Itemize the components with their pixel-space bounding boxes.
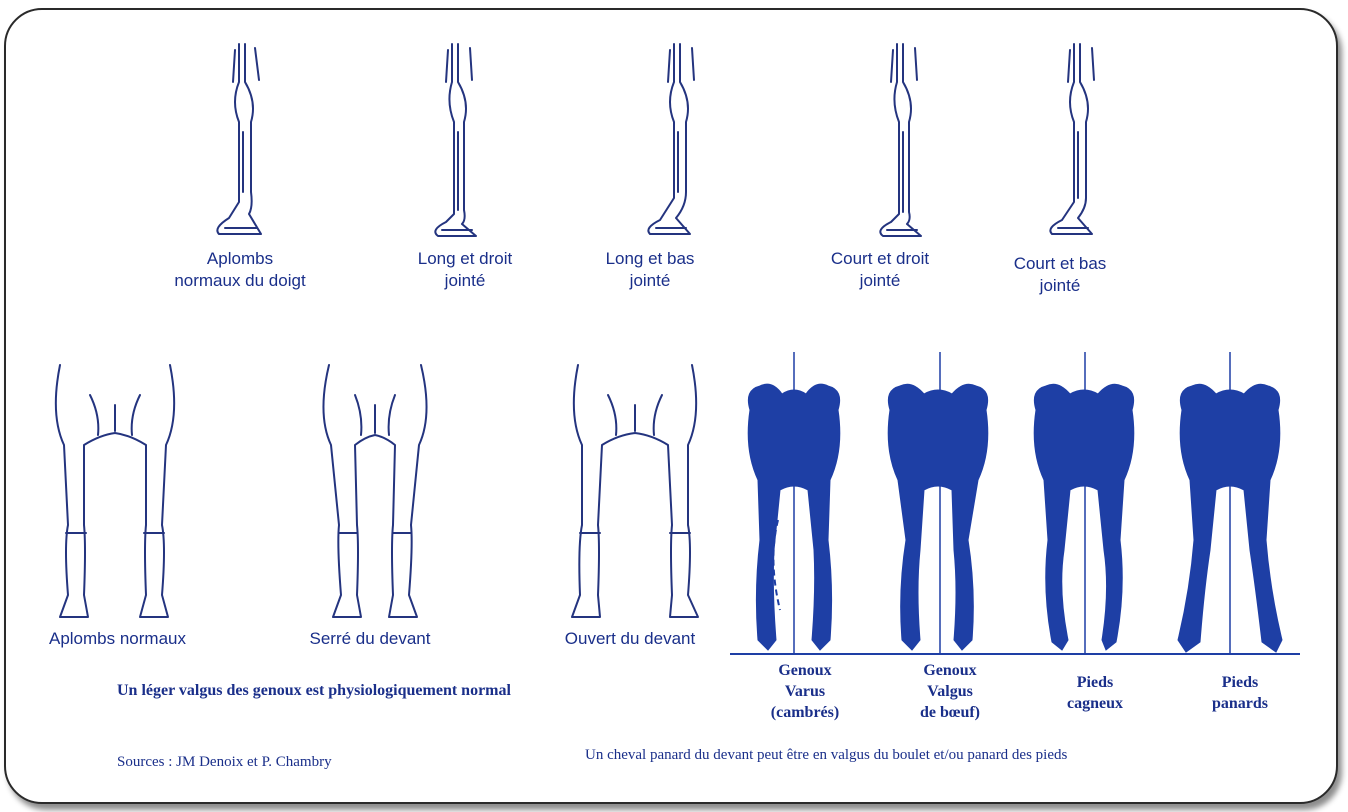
label-line: Long et droit	[380, 248, 550, 270]
label-line: Valgus	[900, 681, 1000, 702]
label-line: Pieds	[1190, 672, 1290, 693]
side-view-leg-2	[420, 42, 490, 242]
side-view-label-3: Long et bas jointé	[565, 248, 735, 292]
valgus-note: Un léger valgus des genoux est physiolog…	[117, 680, 617, 702]
label-line: normaux du doigt	[150, 270, 330, 292]
front-view-label-3: Ouvert du devant	[535, 628, 725, 650]
side-view-leg-1	[205, 42, 275, 242]
label-line: Genoux	[755, 660, 855, 681]
side-view-label-5: Court et bas jointé	[985, 253, 1135, 297]
label-line: Long et bas	[565, 248, 735, 270]
label-line: Aplombs	[150, 248, 330, 270]
silhouette-label-2: Genoux Valgus de bœuf)	[900, 660, 1000, 723]
front-view-label-2: Serré du devant	[280, 628, 460, 650]
panard-note: Un cheval panard du devant peut être en …	[585, 745, 1295, 766]
sources-note: Sources : JM Denoix et P. Chambry	[117, 752, 517, 773]
label-line: Varus	[755, 681, 855, 702]
silhouette-label-3: Pieds cagneux	[1045, 672, 1145, 714]
label-line: panards	[1190, 693, 1290, 714]
label-line: (cambrés)	[755, 702, 855, 723]
silhouette-group	[730, 350, 1305, 660]
front-view-legs-1	[40, 355, 190, 625]
label-line: de bœuf)	[900, 702, 1000, 723]
front-view-label-1: Aplombs normaux	[20, 628, 215, 650]
label-line: Pieds	[1045, 672, 1145, 693]
label-line: Court et droit	[795, 248, 965, 270]
side-view-label-2: Long et droit jointé	[380, 248, 550, 292]
label-line: Genoux	[900, 660, 1000, 681]
front-view-legs-2	[305, 355, 445, 625]
label-line: cagneux	[1045, 693, 1145, 714]
label-line: Court et bas	[985, 253, 1135, 275]
side-view-label-1: Aplombs normaux du doigt	[150, 248, 330, 292]
silhouette-label-1: Genoux Varus (cambrés)	[755, 660, 855, 723]
label-line: jointé	[985, 275, 1135, 297]
label-line: jointé	[565, 270, 735, 292]
label-line: jointé	[795, 270, 965, 292]
side-view-leg-4	[865, 42, 935, 242]
side-view-label-4: Court et droit jointé	[795, 248, 965, 292]
side-view-leg-3	[640, 42, 710, 242]
front-view-legs-3	[560, 355, 710, 625]
label-line: jointé	[380, 270, 550, 292]
silhouette-label-4: Pieds panards	[1190, 672, 1290, 714]
side-view-leg-5	[1040, 42, 1110, 242]
